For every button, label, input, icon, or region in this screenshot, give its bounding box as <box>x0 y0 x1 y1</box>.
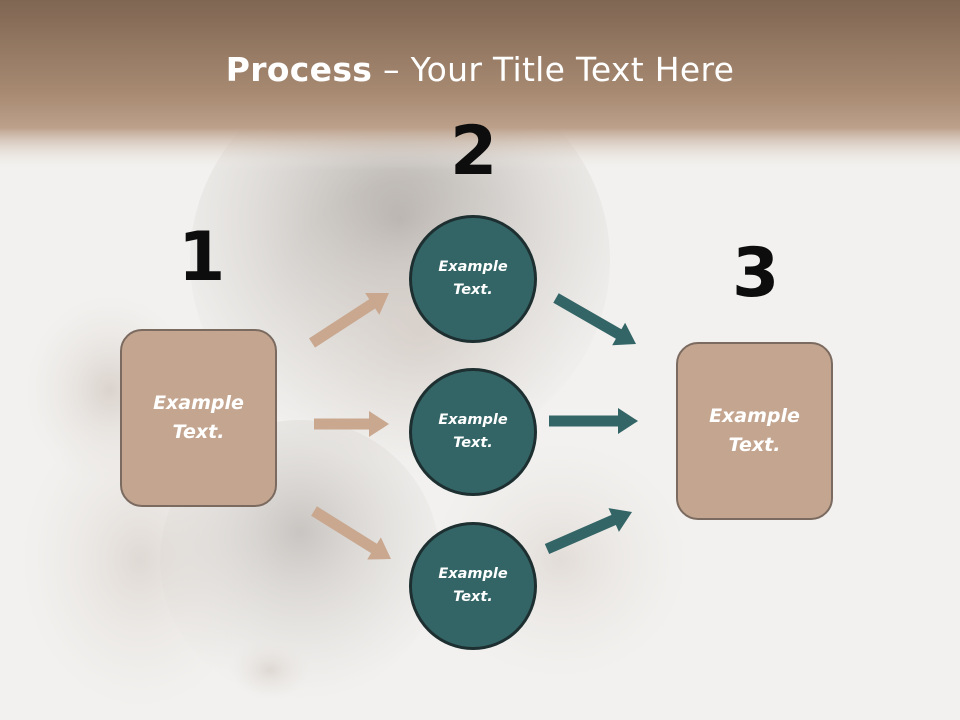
box-right-line1: Example <box>709 405 800 427</box>
circle-top-line2: Text. <box>453 282 493 298</box>
step-circle-bottom[interactable]: Example Text. <box>409 522 537 650</box>
circle-middle-line1: Example <box>438 412 508 428</box>
arrow-bottom-to-right <box>544 508 632 554</box>
circle-middle-line2: Text. <box>453 435 493 451</box>
box-left-line2: Text. <box>172 421 225 443</box>
arrow-middle-to-right <box>549 408 638 434</box>
arrow-left-to-top <box>309 293 389 348</box>
step-number-1: 1 <box>178 218 226 297</box>
step-box-right[interactable]: Example Text. <box>676 342 833 520</box>
circle-bottom-line2: Text. <box>453 589 493 605</box>
title-bold: Process <box>225 50 373 89</box>
arrow-top-to-right <box>553 293 636 346</box>
arrow-left-to-bottom <box>311 506 391 560</box>
title-rest: – Your Title Text Here <box>372 50 735 89</box>
box-right-line2: Text. <box>728 434 781 456</box>
step-circle-middle[interactable]: Example Text. <box>409 368 537 496</box>
circle-top-line1: Example <box>438 259 508 275</box>
box-left-line1: Example <box>153 392 244 414</box>
step-box-left[interactable]: Example Text. <box>120 329 277 507</box>
circle-bottom-line1: Example <box>438 566 508 582</box>
arrow-left-to-middle <box>314 411 389 437</box>
step-number-3: 3 <box>732 234 780 313</box>
page-title: Process – Your Title Text Here <box>0 50 960 89</box>
step-number-2: 2 <box>450 112 498 191</box>
step-circle-top[interactable]: Example Text. <box>409 215 537 343</box>
